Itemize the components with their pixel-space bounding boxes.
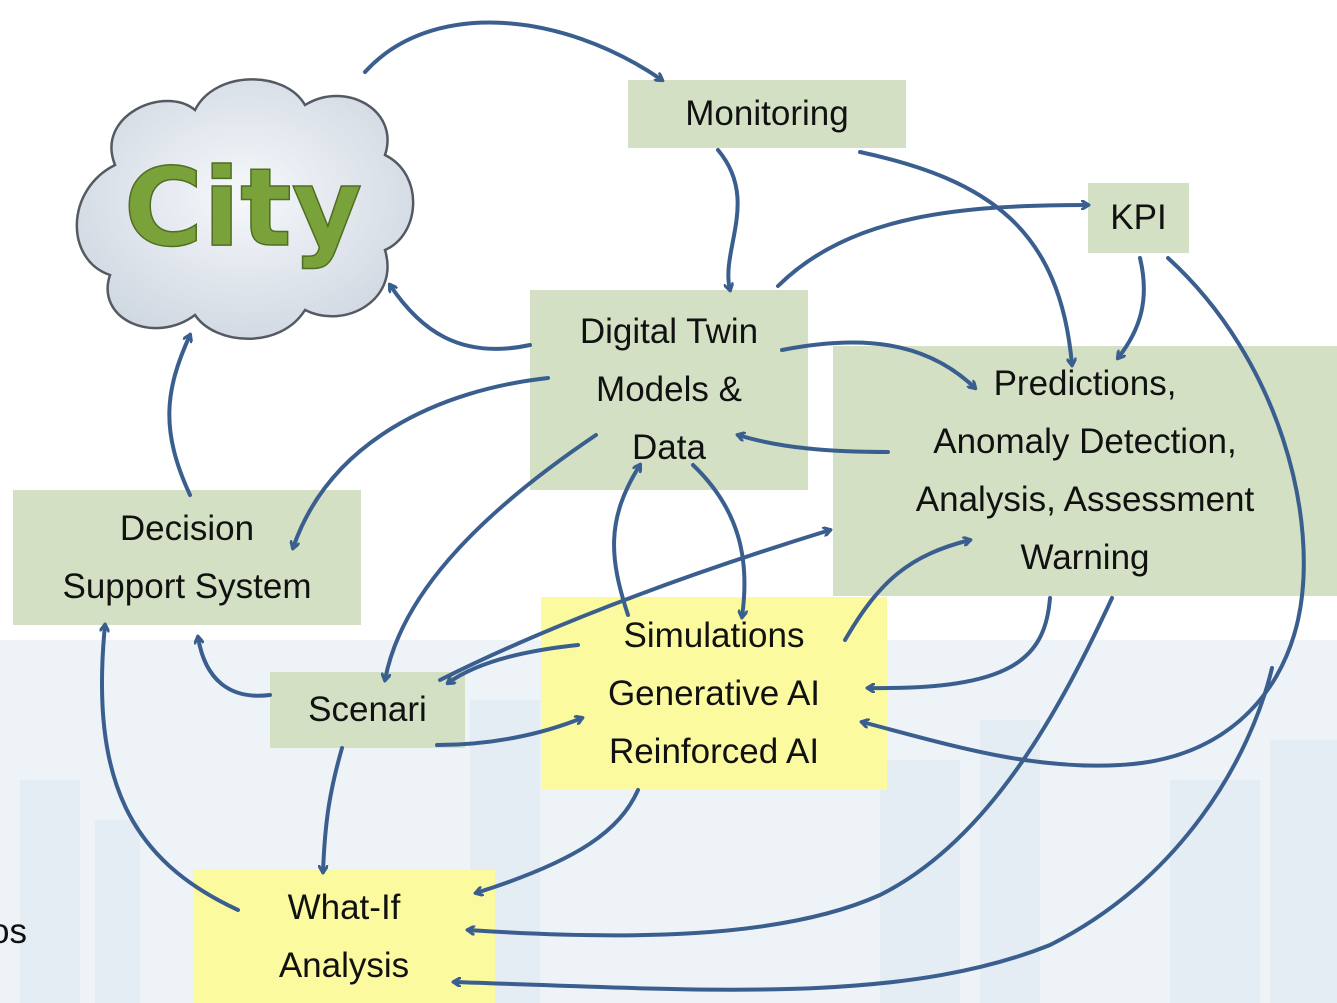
predictions-box: Predictions, Anomaly Detection, Analysis… [833,346,1337,596]
predictions-line-1: Predictions, [993,364,1177,403]
city-label: City [124,146,362,271]
digital-twin-line-1: Digital Twin [579,312,759,351]
predictions-line-4: Warning [1020,538,1150,577]
digital-twin-box: Digital Twin Models & Data [530,290,808,490]
what-if-line-2: Analysis [278,945,410,985]
kpi-label: KPI [1110,198,1167,237]
simulations-box: Simulations Generative AI Reinforced AI [541,597,887,790]
digital-twin-line-2: Models & [596,370,742,409]
decision-support-line-1: Decision [119,508,255,548]
simulations-line-2: Generative AI [607,673,821,713]
scenari-label: Scenari [308,690,427,729]
predictions-line-2: Anomaly Detection, [933,422,1237,461]
predictions-line-3: Analysis, Assessment [915,480,1255,519]
decision-support-line-2: Support System [62,566,312,606]
digital-twin-line-3: Data [632,428,706,467]
what-if-line-1: What-If [287,887,401,927]
monitoring-label: Monitoring [685,94,849,133]
simulations-line-3: Reinforced AI [608,731,820,771]
what-if-box: What-If Analysis [193,870,495,1003]
city-cloud: City [75,78,415,340]
cut-off-text: os [0,912,27,951]
monitoring-box: Monitoring [628,80,906,148]
decision-support-box: Decision Support System [13,490,361,625]
scenari-box: Scenari [270,672,465,748]
kpi-box: KPI [1088,183,1189,253]
simulations-line-1: Simulations [623,615,805,655]
